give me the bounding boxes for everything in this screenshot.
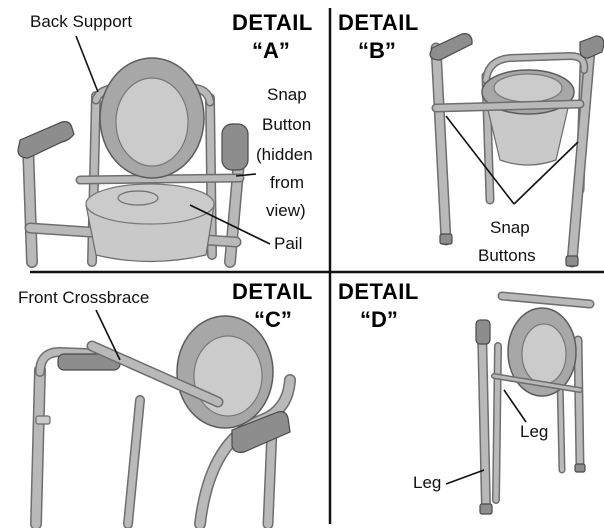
leader-front-crossbrace bbox=[95, 309, 121, 361]
panel-b-illustration bbox=[429, 33, 604, 268]
label-pail: Pail bbox=[274, 234, 302, 253]
panel-c-illustration bbox=[30, 315, 296, 528]
panel-b-letter: “B” bbox=[358, 38, 396, 63]
leader-leg-lower bbox=[445, 469, 485, 485]
leader-snap-buttons-left bbox=[445, 115, 515, 205]
snap-button-line-1: Snap bbox=[267, 85, 307, 104]
label-front-crossbrace: Front Crossbrace bbox=[18, 288, 149, 307]
panel-b-title: DETAIL bbox=[338, 10, 419, 35]
panel-d-letter: “D” bbox=[360, 307, 398, 332]
snap-buttons-line-2: Buttons bbox=[478, 246, 536, 265]
label-back-support: Back Support bbox=[30, 12, 132, 31]
panel-a-title: DETAIL bbox=[232, 10, 313, 35]
snap-button-line-3: (hidden bbox=[256, 145, 313, 164]
panel-d-title: DETAIL bbox=[338, 279, 419, 304]
leader-snap-button bbox=[235, 173, 257, 177]
panel-a-letter: “A” bbox=[252, 38, 290, 63]
snap-button-line-5: view) bbox=[266, 201, 306, 220]
panel-a: DETAIL “A” Back Support Snap Button (hid… bbox=[17, 10, 313, 268]
panel-d-illustration bbox=[475, 291, 595, 515]
panel-c: DETAIL “C” Front Crossbrace bbox=[18, 279, 313, 528]
panel-c-letter: “C” bbox=[254, 307, 292, 332]
panel-d: DETAIL “D” Leg Leg bbox=[338, 279, 595, 515]
snap-button-line-2: Button bbox=[262, 115, 311, 134]
snap-button-line-4: from bbox=[270, 173, 304, 192]
panel-c-title: DETAIL bbox=[232, 279, 313, 304]
snap-buttons-line-1: Snap bbox=[490, 218, 530, 237]
leader-back-support bbox=[75, 35, 99, 93]
panel-b: DETAIL “B” Snap Buttons bbox=[338, 10, 604, 268]
leader-leg-upper bbox=[503, 389, 527, 423]
leader-snap-buttons-right bbox=[513, 141, 579, 205]
label-snap-button: Snap Button (hidden from view) bbox=[256, 85, 313, 220]
leader-pail bbox=[189, 204, 271, 245]
panel-a-illustration bbox=[17, 57, 249, 268]
label-leg-upper: Leg bbox=[520, 422, 548, 441]
label-leg-lower: Leg bbox=[413, 473, 441, 492]
